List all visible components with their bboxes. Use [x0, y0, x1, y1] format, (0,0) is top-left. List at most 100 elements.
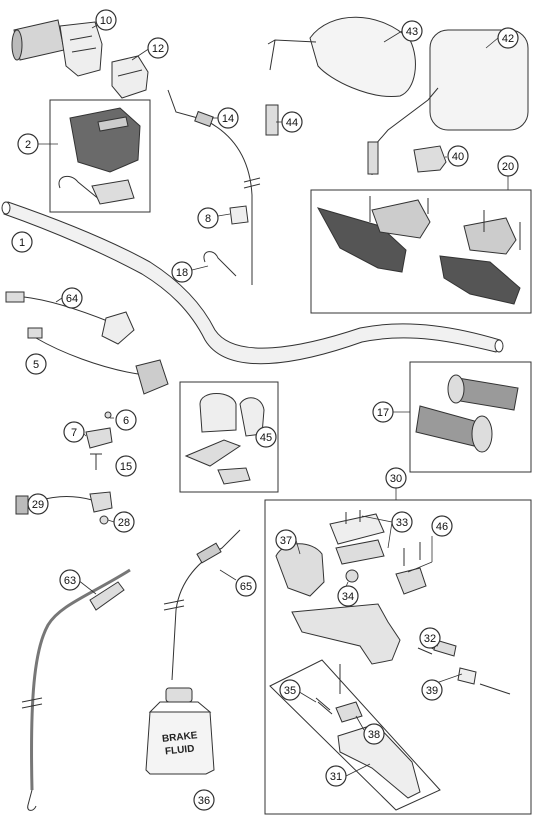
callout-number: 40	[452, 151, 464, 163]
callout-number: 32	[424, 633, 436, 645]
cable-clip	[229, 205, 249, 225]
callout-15: 15	[115, 455, 137, 477]
throttle-cover-detail	[117, 69, 143, 77]
callout-number: 44	[286, 117, 298, 129]
reservoir-cover	[335, 539, 385, 565]
master-cylinder	[291, 603, 401, 665]
cable-break-mark	[243, 177, 261, 189]
callout-circle	[401, 20, 423, 42]
callout-63: 63	[59, 569, 81, 591]
callout-number: 1	[19, 237, 25, 249]
callout-36: 36	[193, 789, 215, 811]
switch-bracket	[91, 179, 135, 205]
handguard-screws	[369, 196, 521, 250]
callout-circle	[255, 426, 277, 448]
callout-circle	[59, 569, 81, 591]
callout-number: 14	[222, 113, 234, 125]
callout-7: 7	[63, 421, 85, 443]
callout-circle	[391, 511, 413, 533]
callout-number: 64	[66, 293, 78, 305]
callout-number: 46	[436, 521, 448, 533]
connector-29	[15, 495, 29, 515]
brake-line-fitting	[89, 581, 125, 611]
callout-number: 45	[260, 432, 272, 444]
callout-number: 18	[176, 267, 188, 279]
callout-circle	[421, 679, 443, 701]
mirror-right-stem	[367, 141, 379, 175]
callout-number: 2	[25, 139, 31, 151]
callout-46: 46	[431, 515, 453, 537]
callout-38: 38	[363, 723, 385, 745]
callout-20: 20	[497, 155, 519, 177]
clamp-46	[395, 567, 427, 595]
callout-circle	[325, 765, 347, 787]
callout-37: 37	[275, 529, 297, 551]
handlebar	[3, 201, 501, 365]
callout-number: 6	[123, 415, 129, 427]
callout-number: 65	[240, 581, 252, 593]
clamp-lower	[184, 439, 242, 467]
callout-28: 28	[113, 511, 135, 533]
callout-33: 33	[391, 511, 413, 533]
callout-31: 31	[325, 765, 347, 787]
callout-number: 63	[64, 575, 76, 587]
callout-number: 38	[368, 729, 380, 741]
callout-circle	[447, 145, 469, 167]
switch-5	[135, 359, 169, 395]
group-box-handguards	[310, 189, 532, 314]
bottle-label-line1: BRAKE	[161, 730, 198, 745]
callout-39: 39	[421, 679, 443, 701]
callout-circle	[11, 231, 33, 253]
switch-29	[89, 491, 113, 513]
seal-34	[345, 569, 359, 583]
screw-28	[99, 515, 109, 525]
callout-number: 31	[330, 771, 342, 783]
callout-number: 42	[502, 33, 514, 45]
callout-34: 34	[337, 585, 359, 607]
callout-number: 30	[390, 473, 402, 485]
clamp-37	[275, 543, 325, 597]
callout-5: 5	[25, 353, 47, 375]
handguard-right	[439, 255, 521, 305]
callout-1: 1	[11, 231, 33, 253]
callout-32: 32	[419, 627, 441, 649]
cable-tie	[58, 175, 101, 201]
callout-43: 43	[401, 20, 423, 42]
bottle-shoulder	[148, 701, 212, 713]
callout-circle	[115, 409, 137, 431]
grip-right-end	[447, 374, 465, 404]
handlebar-end-left	[1, 201, 11, 215]
group-box-clamps	[179, 381, 279, 493]
callout-circle	[419, 627, 441, 649]
callout-circle	[279, 679, 301, 701]
switch-cover-label	[97, 116, 129, 132]
connector-64	[5, 291, 25, 303]
callout-30: 30	[385, 467, 407, 489]
lever-pivot	[335, 701, 363, 723]
callout-10: 10	[95, 9, 117, 31]
callout-circle	[27, 493, 49, 515]
callout-circle	[95, 9, 117, 31]
callout-circle	[372, 401, 394, 423]
callout-circle	[113, 511, 135, 533]
callout-circle	[337, 585, 359, 607]
callout-number: 34	[342, 591, 354, 603]
callout-circle	[63, 421, 85, 443]
callout-circle	[171, 261, 193, 283]
bottle-cap	[165, 687, 193, 703]
clamp-upper	[199, 393, 237, 433]
mirror-left-adapter	[265, 104, 279, 136]
callout-number: 20	[502, 161, 514, 173]
callout-circle	[197, 207, 219, 229]
screws-46	[403, 542, 421, 566]
cable-tie-small	[203, 251, 237, 277]
callout-number: 15	[120, 461, 132, 473]
adjuster-screw	[479, 683, 511, 695]
handguard-left-bracket	[371, 199, 431, 239]
spring-35	[315, 697, 333, 715]
callout-40: 40	[447, 145, 469, 167]
mirror-left	[309, 16, 416, 98]
harness-5	[35, 337, 139, 375]
callout-circle	[115, 455, 137, 477]
